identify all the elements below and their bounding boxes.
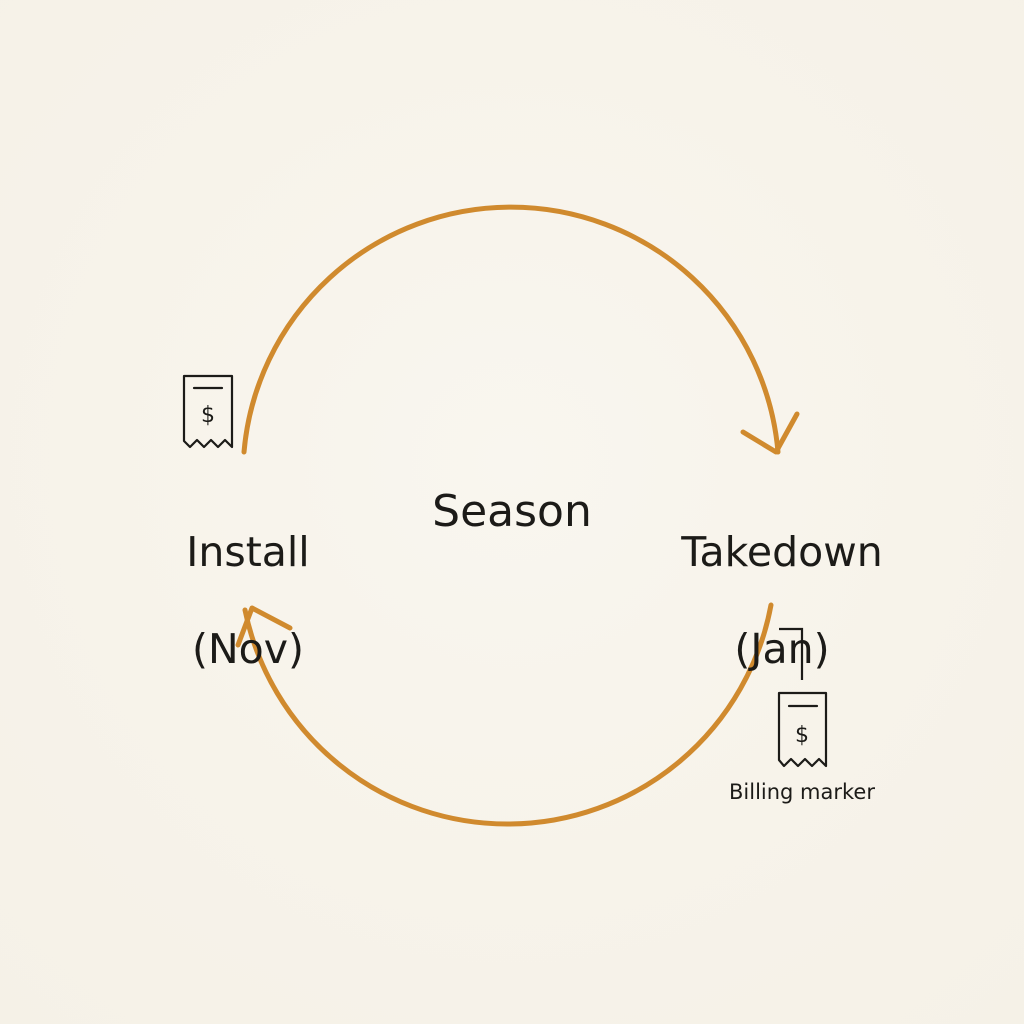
billing-connector-line <box>779 627 804 680</box>
takedown-month: (Jan) <box>734 625 830 674</box>
dollar-symbol: $ <box>201 403 215 428</box>
takedown-title: Takedown <box>681 528 883 577</box>
billing-marker-label: Billing marker <box>729 780 875 804</box>
arrowhead-bottom <box>235 605 293 648</box>
cycle-arrow-bottom <box>242 602 774 827</box>
billing-receipt-icon <box>777 691 828 768</box>
billing-dollar-symbol: $ <box>795 723 809 748</box>
install-title: Install <box>186 528 310 577</box>
center-season-label: Season <box>432 486 592 537</box>
install-month: (Nov) <box>191 625 304 674</box>
receipt-dollar-icon <box>182 374 234 449</box>
cycle-arrow-top <box>241 204 781 455</box>
node-install-label: Install (Nov) <box>148 480 348 722</box>
arrowhead-top <box>740 411 800 455</box>
node-takedown-label: Takedown (Jan) <box>652 480 912 722</box>
